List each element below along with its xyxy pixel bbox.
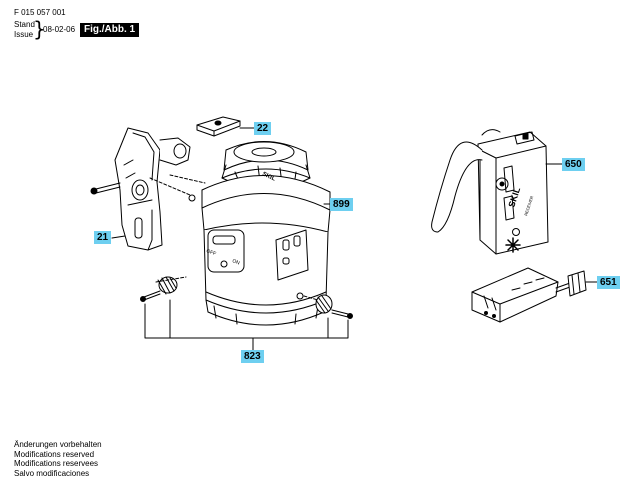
callout-823: 823 — [241, 350, 264, 363]
figure-label: Fig./Abb. 1 — [80, 23, 140, 37]
footer-line-en: Modifications reserved — [14, 449, 95, 459]
callout-899: 899 — [330, 198, 353, 211]
footer-line-de: Änderungen vorbehalten — [14, 440, 102, 449]
callout-22: 22 — [254, 122, 272, 135]
target-plate-part-22 — [196, 116, 241, 137]
thumbscrew-left-part-823 — [140, 276, 187, 302]
footer-line-fr: Modifications reservees — [14, 459, 99, 468]
rotary-laser-part-899 — [188, 141, 331, 326]
thumbscrew-right-part-823 — [303, 294, 353, 319]
footer-line-es: Salvo modificaciones — [14, 468, 90, 478]
issue-label: Issue — [14, 30, 34, 39]
issue-date: 08-02-06 — [43, 25, 76, 34]
switch-on-text: ON — [231, 258, 240, 266]
callout-650: 650 — [562, 158, 585, 171]
brace-icon: } — [33, 17, 46, 41]
switch-off-text: OFF — [205, 248, 216, 257]
doc-number: F 015 057 001 — [14, 8, 66, 17]
receiver-label-text: RECEIVER — [523, 195, 534, 216]
callout-651: 651 — [597, 276, 620, 289]
receiver-clamp-part-651 — [471, 267, 587, 323]
receiver-part-650 — [431, 129, 549, 255]
wall-bracket-part-21 — [114, 127, 191, 251]
bracket-screw — [90, 182, 121, 195]
laser-brand-text: SKIL — [261, 171, 276, 182]
callout-21: 21 — [94, 231, 112, 244]
footer-notes: Änderungen vorbehalten Modifications res… — [14, 440, 102, 478]
stand-label: Stand — [14, 20, 35, 29]
